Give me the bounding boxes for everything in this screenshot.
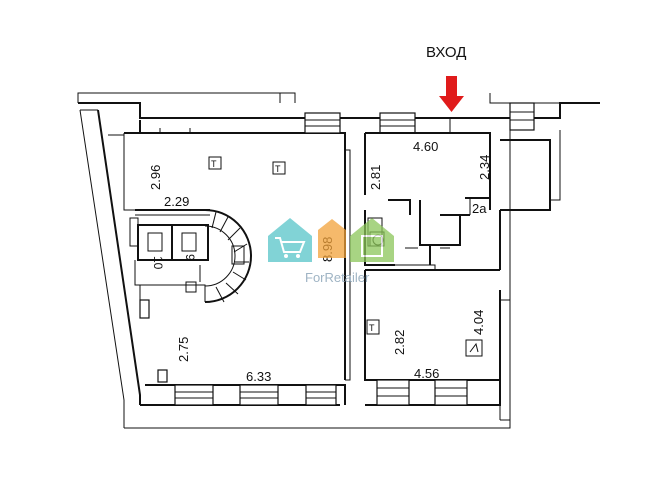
- entrance-arrow-icon: [439, 76, 464, 112]
- outer-walls: [77, 92, 600, 429]
- room-label-10: 10: [151, 256, 165, 270]
- entrance-label: ВХОД: [426, 44, 466, 61]
- dim-right-bottom-right-height: 4.04: [471, 310, 486, 335]
- t-mark: T: [275, 164, 281, 174]
- dim-left-width-upper: 2.29: [164, 194, 189, 209]
- dim-right-top-left-height: 2.81: [368, 165, 383, 190]
- dim-right-top-width: 4.60: [413, 139, 438, 154]
- watermark-logo: [268, 218, 394, 262]
- t-mark: T: [369, 323, 375, 333]
- watermark-text: ForRetailer: [305, 270, 370, 285]
- right-annex: [500, 102, 561, 211]
- dim-right-bottom-left-height: 2.82: [392, 330, 407, 355]
- dim-left-bottom-height: 2.75: [176, 337, 191, 362]
- dim-right-bottom-width: 4.56: [414, 366, 439, 381]
- room-label-9: 9: [183, 254, 197, 261]
- right-bottom-room: [364, 264, 510, 406]
- dim-main-hall-width: 6.33: [246, 369, 271, 384]
- cart-icon: [275, 237, 306, 258]
- main-hall: [108, 112, 416, 406]
- t-mark: T: [211, 159, 217, 169]
- dim-right-top-right-height: 2.34: [477, 155, 492, 180]
- room-label-2a: 2a: [472, 201, 487, 216]
- dim-left-top-height: 2.96: [148, 165, 163, 190]
